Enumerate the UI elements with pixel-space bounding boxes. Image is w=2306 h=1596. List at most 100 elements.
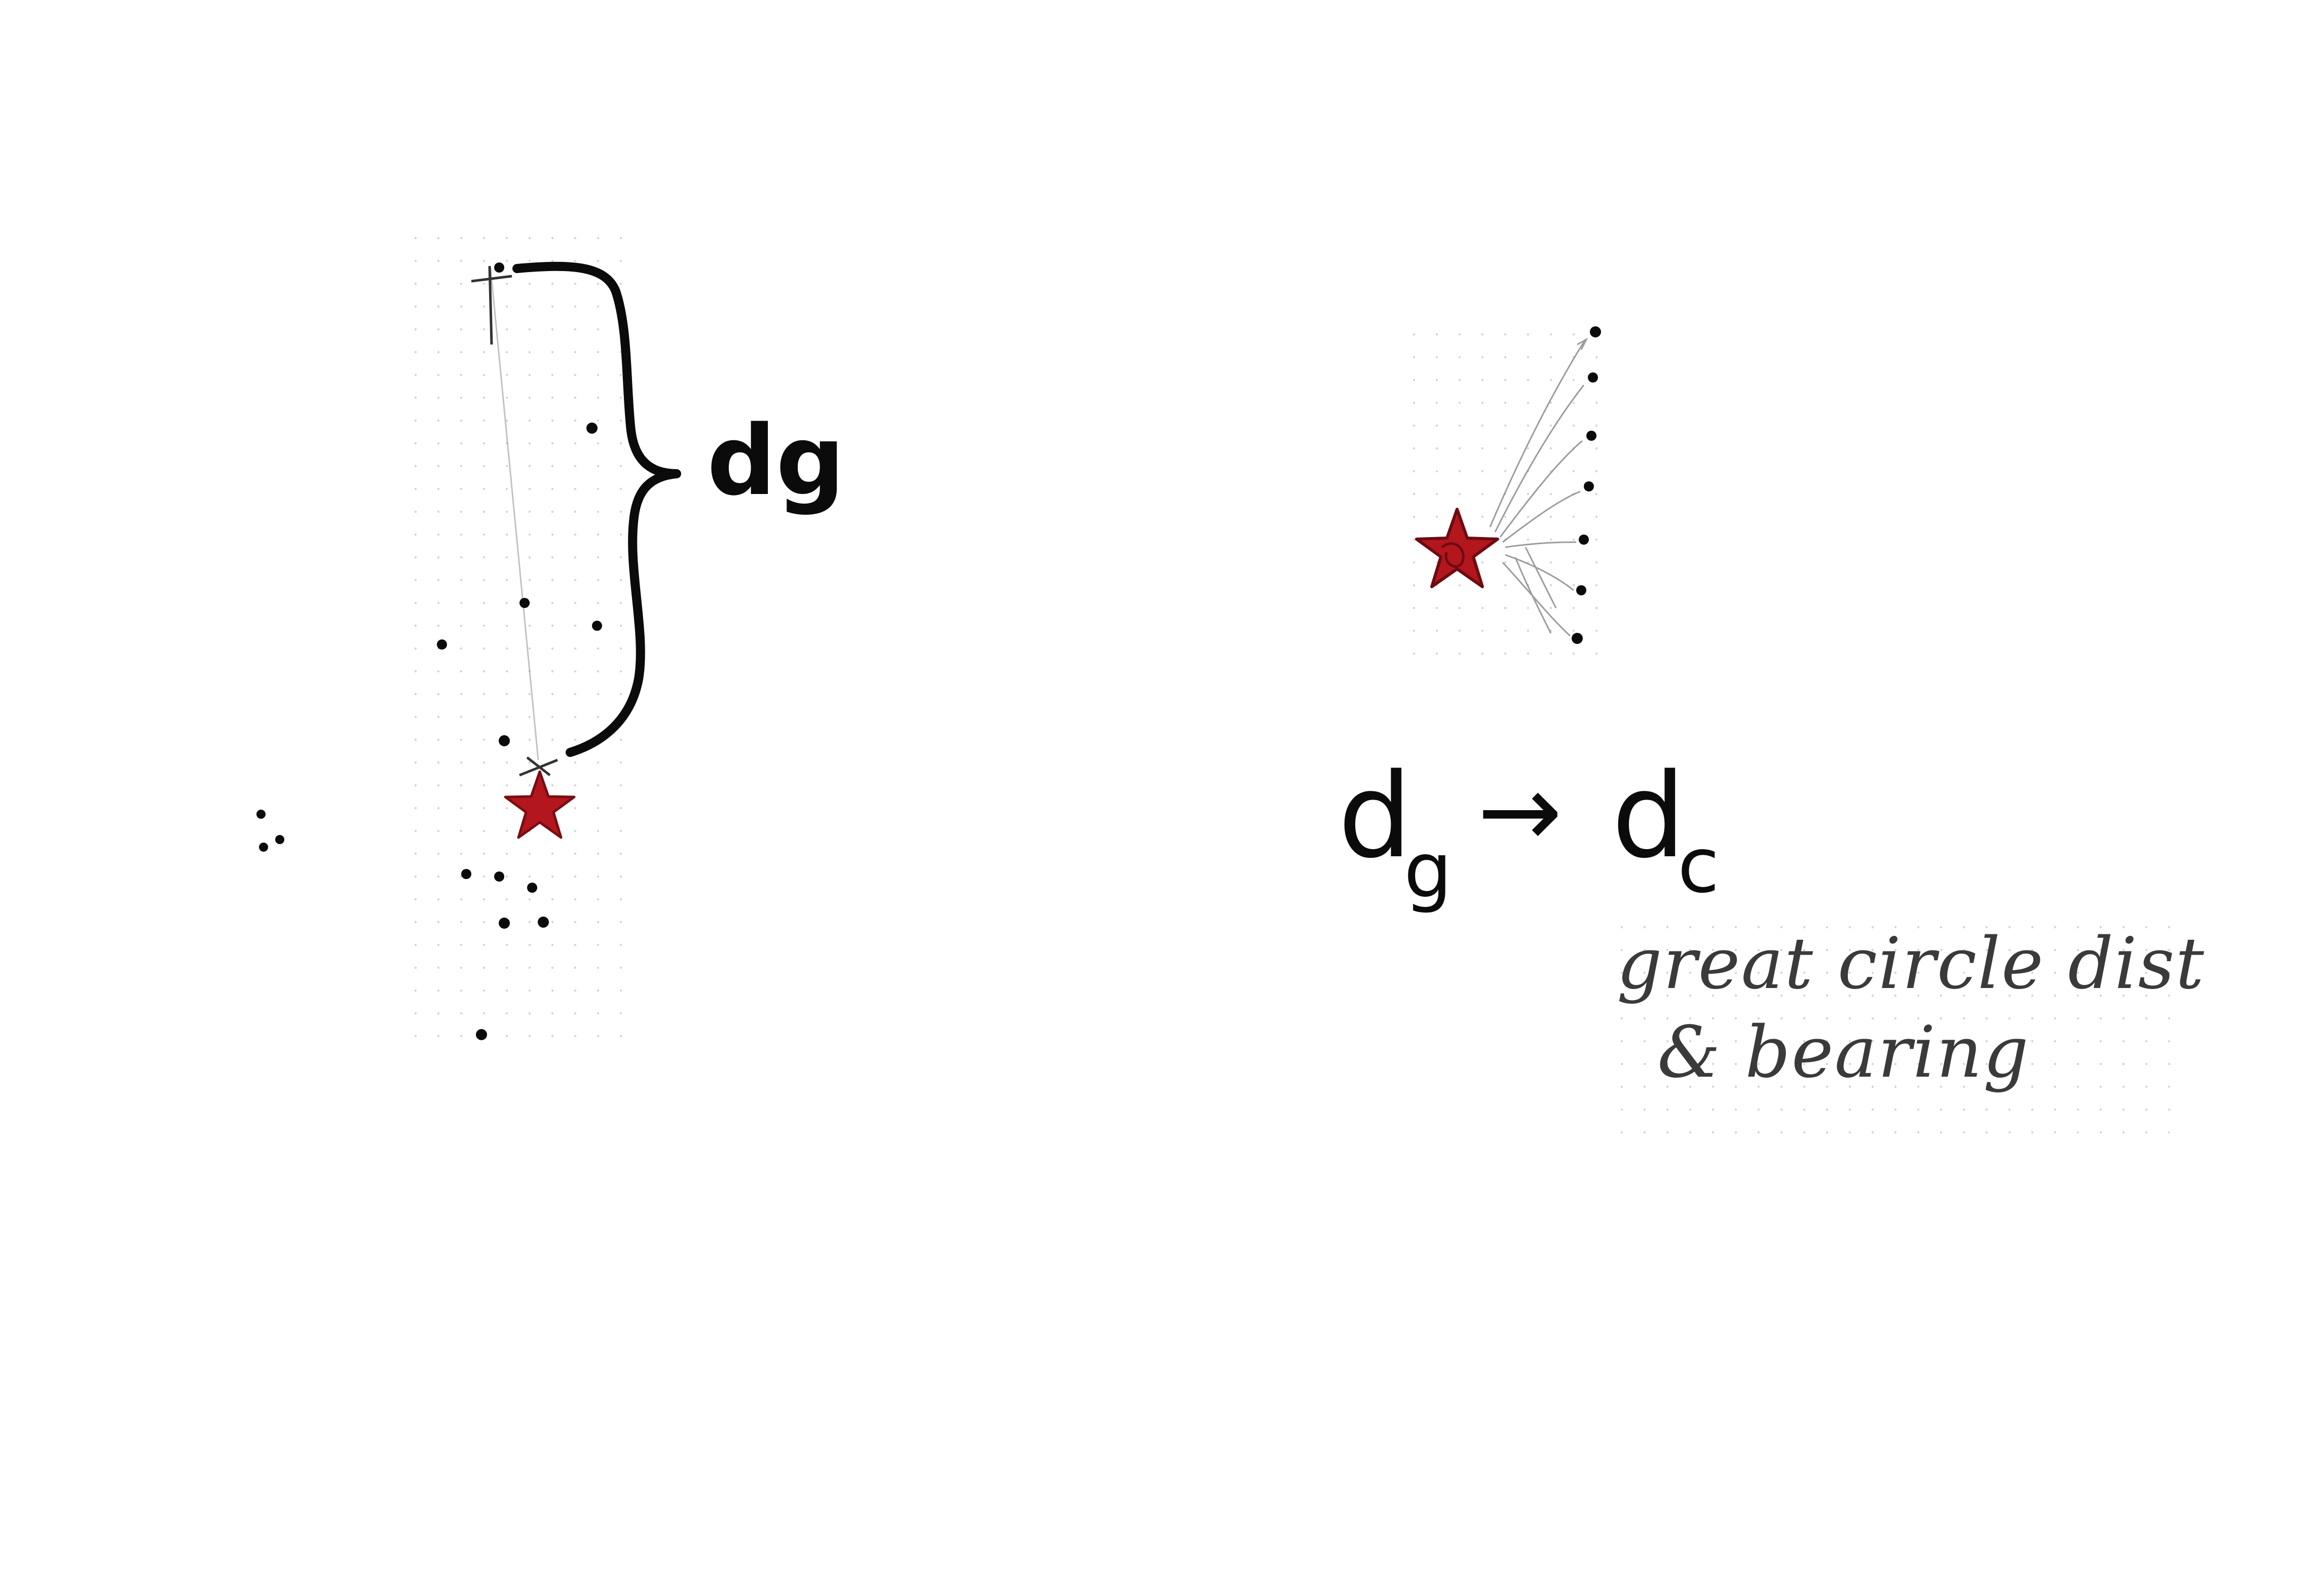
grid-dot [551, 533, 554, 536]
grid-dot [1940, 948, 1943, 952]
grid-dot [460, 989, 463, 992]
grid-dot [528, 761, 531, 764]
grid-dot [1527, 606, 1530, 610]
grid-dot [1848, 971, 1851, 974]
dot-column-right [1572, 326, 1601, 644]
grid-dot [482, 351, 486, 354]
grid-dot [2168, 1017, 2171, 1020]
grid-dot [574, 328, 577, 331]
grid-dot [1962, 971, 1965, 974]
grid-dot [528, 852, 531, 855]
grid-dot [1458, 424, 1461, 427]
grid-dot [2145, 948, 2148, 952]
grid-dot [619, 989, 622, 992]
grid-dot [1572, 333, 1575, 336]
grid-dot [505, 465, 508, 468]
grid-dot [574, 829, 577, 832]
grid-dot [505, 510, 508, 513]
grid-dot [414, 351, 417, 354]
grid-dot [414, 533, 417, 536]
grid-dot [1780, 1040, 1783, 1043]
grid-dot [482, 556, 486, 559]
grid-dot [1734, 948, 1737, 952]
grid-dot [505, 989, 508, 992]
grid-dot [1803, 926, 1806, 929]
grid-dot [414, 647, 417, 650]
grid-dot [460, 373, 463, 376]
grid-dot [619, 898, 622, 901]
grid-dot [1620, 994, 1623, 997]
grid-dot [1940, 1108, 1943, 1111]
grid-dot [551, 556, 554, 559]
grid-dot [1734, 1062, 1737, 1066]
grid-dot [414, 465, 417, 468]
grid-dot [1780, 1062, 1783, 1066]
grid-dot [619, 784, 622, 787]
grid-dot [1712, 1017, 1715, 1020]
grid-dot [2099, 948, 2102, 952]
ray [1502, 490, 1581, 543]
grid-dot [437, 715, 440, 718]
grid-dot [1481, 629, 1484, 632]
grid-dot [1940, 994, 1943, 997]
grid-dot [437, 328, 440, 331]
grid-dot [1620, 1108, 1623, 1111]
grid-dot [505, 852, 508, 855]
grid-dot [1481, 606, 1484, 610]
grid-dot [482, 852, 486, 855]
grid-dot [1595, 447, 1598, 450]
grid-dot [2008, 1040, 2011, 1043]
grid-dot [505, 579, 508, 582]
grid-dot [414, 282, 417, 285]
grid-dot [597, 647, 600, 650]
grid-dot [1595, 561, 1598, 564]
grid-dot [597, 1035, 600, 1038]
grid-dot [1572, 629, 1575, 632]
grid-dot [1504, 378, 1507, 382]
grid-dot [574, 921, 577, 924]
grid-dot [2008, 971, 2011, 974]
grid-dot [1458, 470, 1461, 473]
grid-dot [597, 442, 600, 445]
grid-dot [1504, 424, 1507, 427]
grid-dot [482, 533, 486, 536]
grid-dot [1504, 356, 1507, 359]
grid-dot [2008, 994, 2011, 997]
grid-dot [505, 533, 508, 536]
grid-dot [1666, 994, 1669, 997]
grid-dot [551, 579, 554, 582]
grid-dot [414, 1035, 417, 1038]
grid-dot [2168, 994, 2171, 997]
grid-dot [1894, 1108, 1897, 1111]
grid-dot [1435, 447, 1438, 450]
grid-dot [528, 282, 531, 285]
grid-dot [2031, 994, 2034, 997]
dot [538, 917, 549, 928]
grid-dot [574, 898, 577, 901]
grid-dot [1689, 1085, 1692, 1088]
grid-dot [1734, 1131, 1737, 1134]
grid-dot [597, 533, 600, 536]
grid-dot [1549, 356, 1552, 359]
grid-dot [1985, 1062, 1988, 1066]
grid-dot [1643, 1062, 1646, 1066]
grid-dot [551, 943, 554, 946]
grid-dot [1826, 1062, 1829, 1066]
grid-dot [1940, 1040, 1943, 1043]
grid-dot [574, 875, 577, 878]
grid-dot [1481, 470, 1484, 473]
grid-dot [528, 647, 531, 650]
grid-dot [482, 419, 486, 422]
grid-dot [1458, 584, 1461, 587]
grid-dot [1962, 1062, 1965, 1066]
grid-dot [574, 487, 577, 490]
dot [1576, 585, 1586, 595]
grid-dot [437, 259, 440, 262]
grid-dot [414, 715, 417, 718]
grid-dot [1940, 926, 1943, 929]
grid-dot [528, 442, 531, 445]
grid-dot [528, 579, 531, 582]
grid-dot [1757, 971, 1760, 974]
grid-dot [1549, 515, 1552, 518]
grid-dot [1757, 926, 1760, 929]
